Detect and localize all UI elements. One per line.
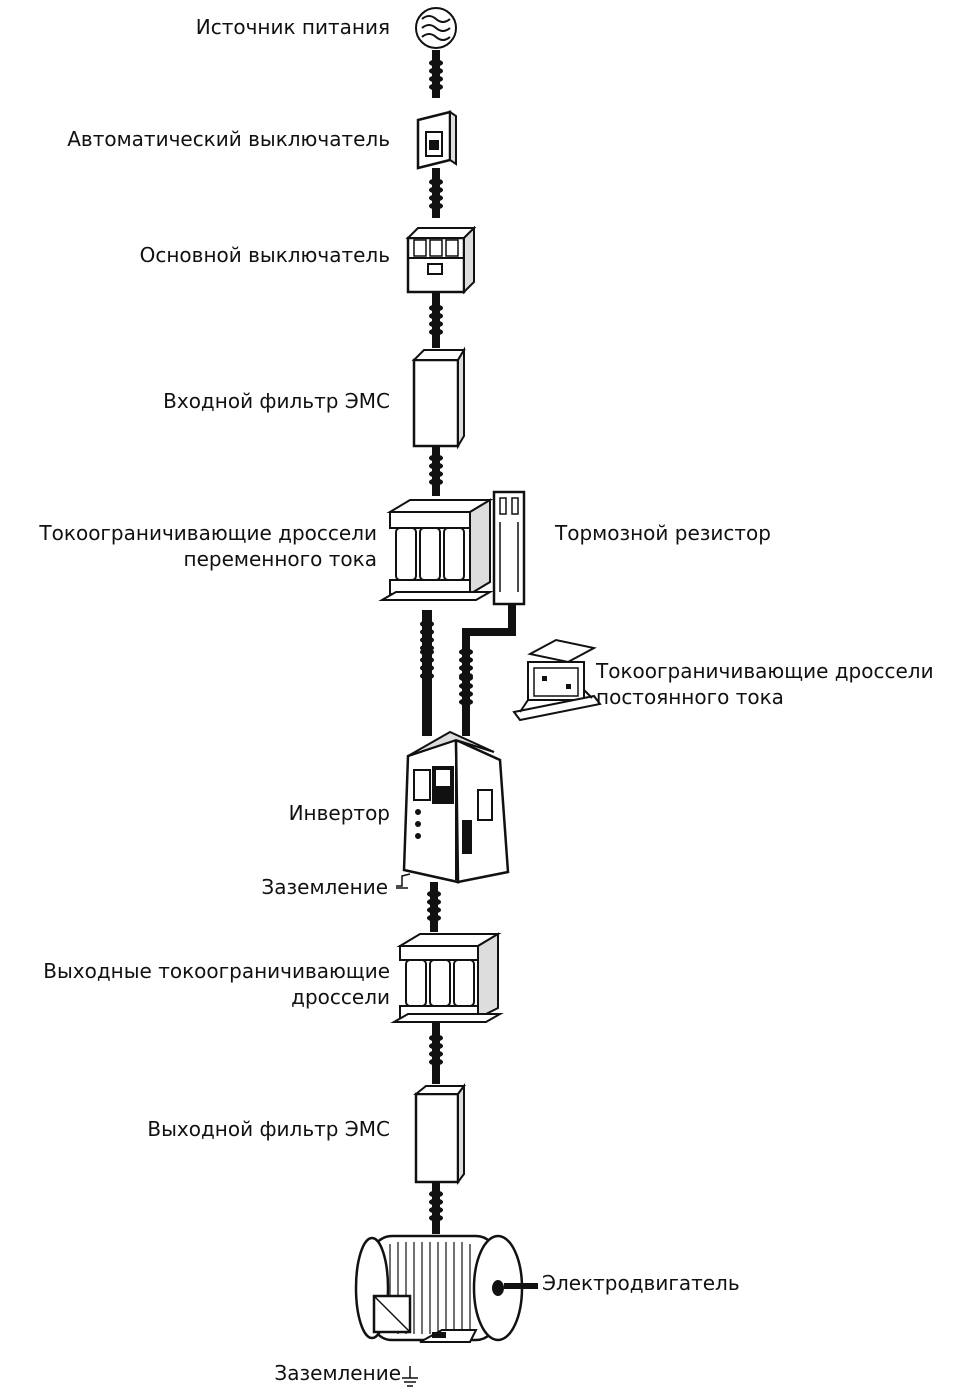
circuit-breaker-icon: [416, 110, 457, 170]
label-main-switch: Основной выключатель: [139, 243, 390, 267]
label-output-reactor-line-2: дроссели: [291, 985, 390, 1009]
input-emc-filter-icon: [411, 346, 466, 450]
label-dc-reactor-line-2: постоянного тока: [596, 685, 784, 709]
label-braking-resistor: Тормозной резистор: [555, 521, 771, 545]
label-dc-reactor-line-1: Токоограничивающие дроссели: [596, 659, 934, 683]
cable-segment: [429, 1022, 443, 1084]
label-ground-2: Заземление: [274, 1361, 401, 1385]
braking-resistor-icon: [492, 490, 526, 606]
cable-segment: [459, 604, 516, 736]
motor-icon: [354, 1234, 538, 1343]
ac-reactor-icon: [378, 498, 494, 601]
label-inverter: Инвертор: [288, 801, 390, 825]
cable-segment: [427, 882, 441, 932]
output-emc-filter-icon: [413, 1083, 466, 1185]
cable-segment: [420, 610, 434, 736]
ground-symbol: [402, 1366, 418, 1387]
cable-segment: [429, 50, 443, 98]
main-switch-icon: [405, 225, 477, 295]
label-output-reactor: Выходные токоограничивающие дроссели: [43, 958, 390, 1010]
label-dc-reactor: Токоограничивающие дроссели постоянного …: [596, 658, 934, 710]
power-source-icon: [415, 7, 457, 49]
label-circuit-breaker: Автоматический выключатель: [67, 127, 390, 151]
dc-reactor-icon: [512, 638, 602, 722]
ground-wire-1: [396, 873, 411, 889]
label-ac-reactor-line-2: переменного тока: [183, 547, 378, 571]
inverter-icon: [402, 730, 510, 884]
label-motor: Электродвигатель: [542, 1271, 740, 1295]
cable-segment: [429, 1182, 443, 1234]
cable-segment: [429, 292, 443, 348]
cable-segment: [429, 446, 443, 496]
label-ac-reactor-line-1: Токоограничивающие дроссели: [39, 521, 377, 545]
label-output-reactor-line-1: Выходные токоограничивающие: [43, 959, 390, 983]
label-input-emc-filter: Входной фильтр ЭМС: [163, 389, 390, 413]
output-reactor-icon: [390, 932, 504, 1023]
cable-segment: [429, 168, 443, 218]
label-ac-reactor: Токоограничивающие дроссели переменного …: [39, 520, 377, 572]
label-output-emc-filter: Выходной фильтр ЭМС: [147, 1117, 390, 1141]
label-ground-1: Заземление: [261, 875, 388, 899]
label-power-source: Источник питания: [195, 15, 390, 39]
